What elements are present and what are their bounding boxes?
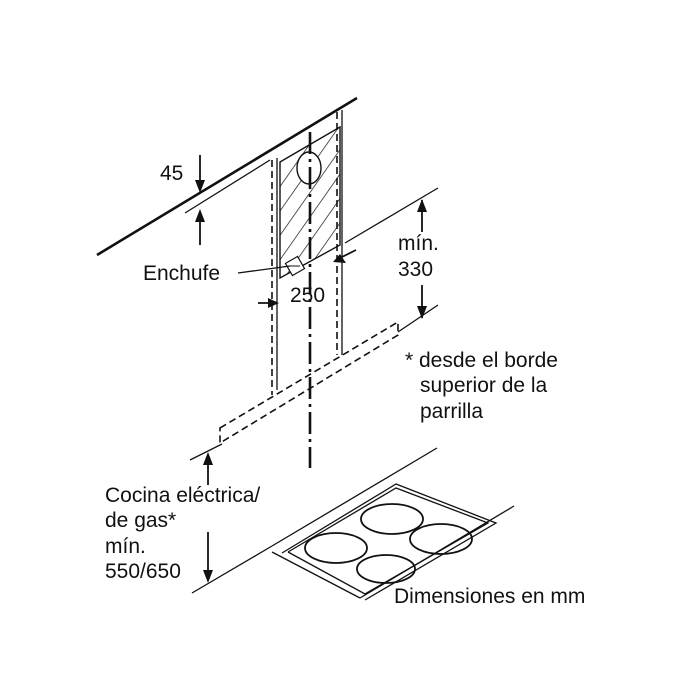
units-label: Dimensiones en mm — [394, 585, 585, 608]
dim-330-ext-top — [344, 187, 439, 244]
cooktop-label-line4: 550/650 — [105, 560, 181, 583]
dim-250-label: 250 — [290, 284, 325, 307]
dim-45-arrowhead-top — [195, 180, 205, 193]
dim-330-ext-bottom — [397, 304, 439, 333]
ceiling-line — [96, 96, 358, 257]
cooktop-dim-ext-bottom — [191, 545, 273, 594]
burner-top — [360, 503, 424, 535]
cooktop-dim-arrowhead-top — [203, 452, 213, 465]
burner-right — [409, 523, 473, 555]
cooktop-label-line1: Cocina eléctrica/ — [105, 484, 260, 507]
cooktop-label-line3: mín. — [105, 535, 146, 558]
socket-icon — [284, 255, 306, 277]
enchufe-leader — [237, 265, 291, 274]
burner-left — [304, 532, 368, 564]
hood-canopy — [219, 320, 399, 445]
cooktop — [271, 447, 515, 601]
dim-330-arrowhead-bottom — [417, 306, 427, 319]
min-330-label-line2: 330 — [398, 258, 433, 281]
enchufe-label: Enchufe — [143, 262, 220, 285]
dim-45-arrowhead-bottom — [195, 209, 205, 222]
note-line1: * desde el borde — [405, 349, 558, 372]
note-line3: parrilla — [420, 400, 483, 423]
dim-250-arrowhead-left — [268, 298, 279, 308]
dim-250-arrowhead-right — [333, 254, 346, 263]
cooktop-dim-arrowhead-bottom — [203, 570, 213, 583]
note-line2: superior de la — [420, 374, 548, 397]
dim-250-arrow-right — [339, 249, 357, 259]
min-330-label-line1: mín. — [398, 232, 439, 255]
dim-45-label: 45 — [160, 162, 183, 185]
cooktop-dim-ext-top — [189, 443, 223, 461]
cooktop-label-line2: de gas* — [105, 509, 176, 532]
dim-330-arrowhead-top — [417, 199, 427, 212]
ceiling-offset-line — [184, 159, 271, 214]
burner-bottom — [356, 554, 416, 584]
